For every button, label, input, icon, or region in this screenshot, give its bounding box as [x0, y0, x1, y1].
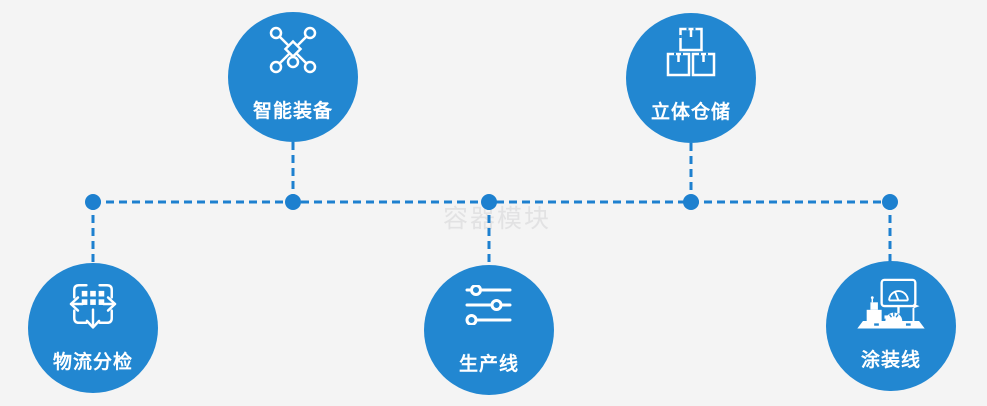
node-label: 智能装备	[252, 101, 333, 122]
sort-distribute-icon	[63, 274, 123, 339]
connector-dot	[285, 194, 301, 210]
node-label: 立体仓储	[650, 102, 731, 123]
node-logistics-sorting: 物流分检	[28, 263, 158, 393]
node-painting-line: 涂装线	[826, 261, 956, 391]
node-stereo-warehouse: 立体仓储	[626, 13, 756, 143]
node-label: 物流分检	[52, 352, 133, 373]
node-label: 生产线	[458, 354, 519, 375]
node-production-line: 生产线	[424, 265, 554, 395]
connector-dot	[85, 194, 101, 210]
stacked-boxes-icon	[666, 27, 716, 82]
node-label: 涂装线	[860, 350, 921, 371]
network-nodes-icon	[266, 25, 320, 80]
control-console-icon	[853, 278, 929, 341]
connector-dot	[683, 194, 699, 210]
sliders-icon	[465, 284, 513, 330]
connector-dot	[882, 194, 898, 210]
watermark: 容器模块	[443, 205, 552, 233]
node-smart-equipment: 智能装备	[228, 12, 358, 142]
